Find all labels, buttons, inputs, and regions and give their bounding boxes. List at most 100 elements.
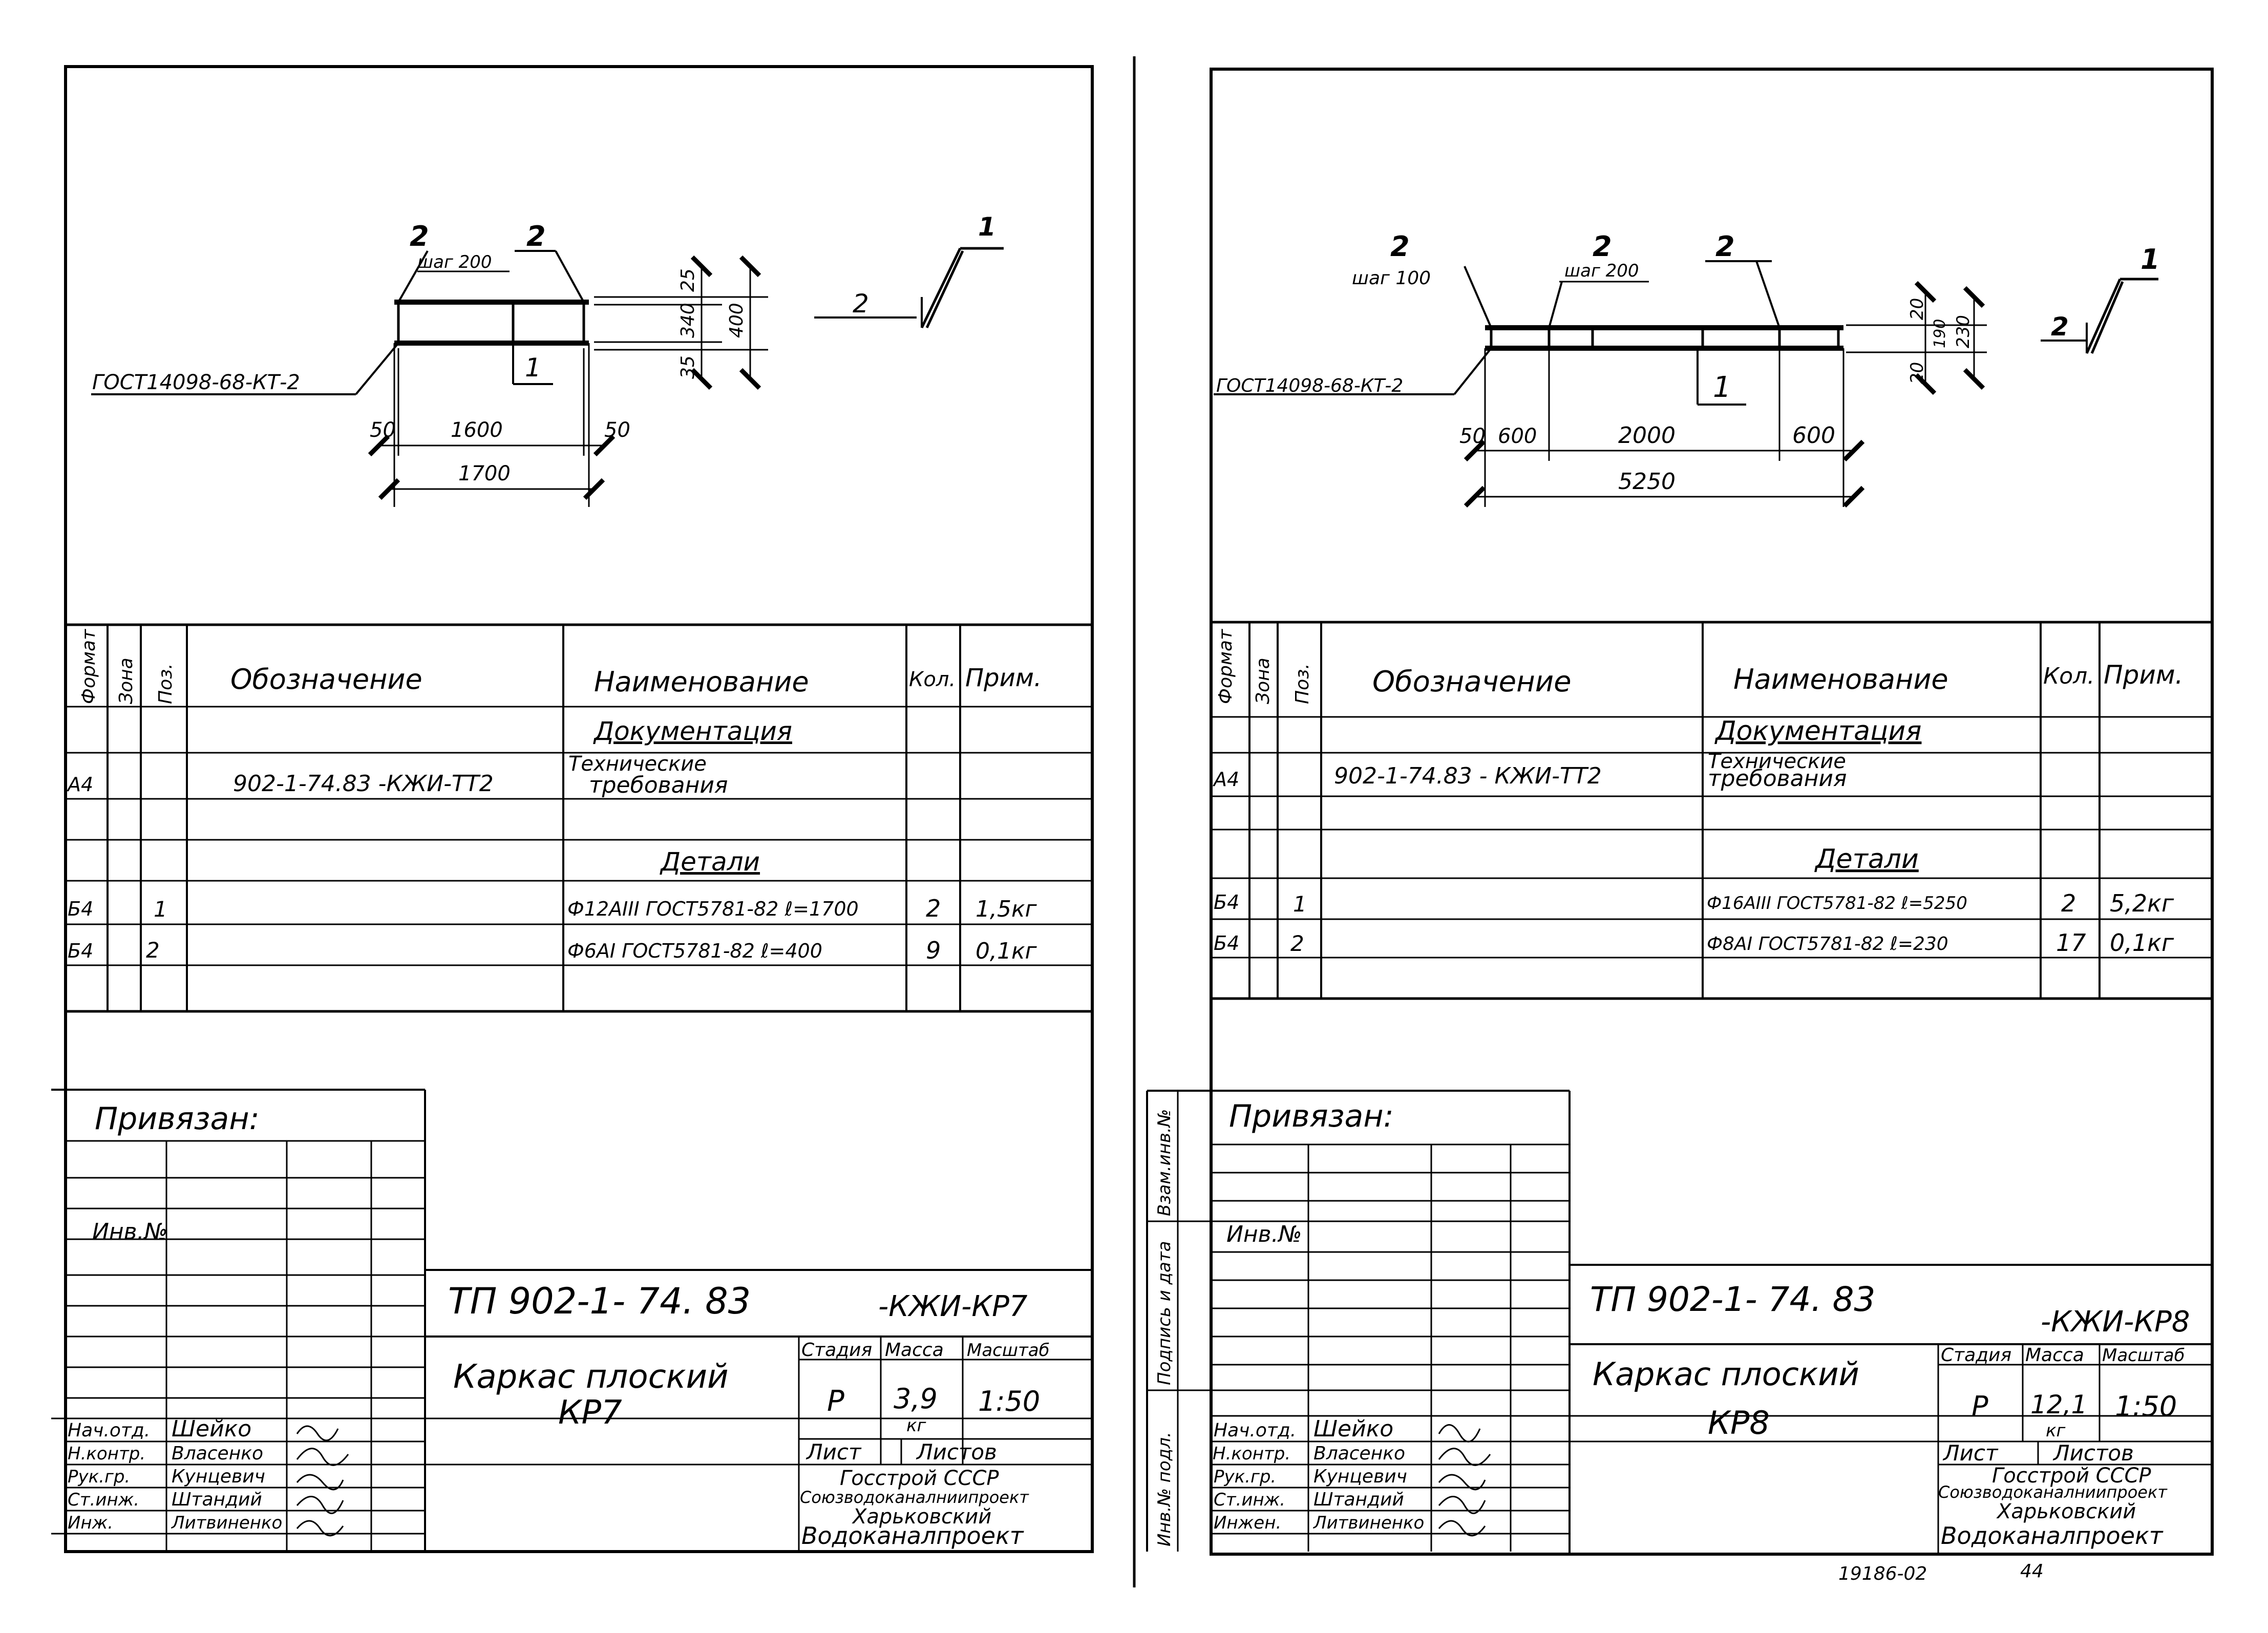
left-role-3: Рук.гр. — [68, 1467, 130, 1487]
left-row1-name: Ф12АIII ГОСТ5781-82 ℓ=1700 — [567, 898, 859, 920]
left-gost-label: ГОСТ14098-68-КТ-2 — [92, 371, 300, 394]
left-cut-mark: 1 — [525, 353, 541, 383]
left-row1-qty: 2 — [926, 895, 941, 922]
left-org-4: Водоканалпроект — [801, 1522, 1024, 1550]
left-row1-note: 1,5кг — [976, 896, 1037, 922]
left-row2-pos: 2 — [146, 938, 160, 963]
archive-number: 19186-02 — [1838, 1563, 1927, 1584]
left-h-designation: Обозначение — [230, 663, 422, 695]
left-dim-right-1: 25 — [677, 268, 698, 292]
sheet-right-title-block: Взам.инв.№ Подпись и дата Инв.№ подл. Пр… — [1146, 1090, 2212, 1554]
left-mass-unit: кг — [906, 1415, 927, 1436]
right-stage: Р — [1972, 1390, 1988, 1423]
right-step-1: шаг 100 — [1352, 268, 1431, 289]
right-name-4: Штандий — [1313, 1489, 1404, 1510]
right-h-note: Прим. — [2104, 660, 2183, 690]
left-org-2: Союзводоканалниипроект — [800, 1488, 1029, 1507]
right-sheets-label: Листов — [2052, 1440, 2134, 1466]
left-mass: 3,9 — [894, 1383, 938, 1415]
sheet-right-frame — [1210, 68, 2214, 1556]
sheet-right: 2 2 2 шаг 100 шаг 200 ГОСТ14098-68-КТ-2 … — [1146, 68, 2214, 1556]
right-section-pos-2: 2 — [2051, 312, 2069, 342]
right-dim-total: 5250 — [1618, 469, 1676, 495]
left-doc-name-1: Технические — [568, 752, 707, 776]
right-doc-code: ТП 902-1- 74. 83 — [1590, 1280, 1875, 1319]
left-h-qty: Кол. — [909, 668, 956, 691]
left-row2-name: Ф6АI ГОСТ5781-82 ℓ=400 — [567, 940, 822, 962]
left-bound-label: Привязан: — [95, 1101, 260, 1137]
right-org-1: Госстрой СССР — [1992, 1464, 2151, 1488]
right-row1-note: 5,2кг — [2110, 889, 2174, 917]
right-doc-code-suffix: -КЖИ-КР8 — [2041, 1305, 2190, 1339]
right-dim-bottom-2: 600 — [1498, 425, 1537, 448]
right-mark-2: 2 — [1593, 230, 1612, 263]
left-dim-right-2: 340 — [677, 303, 698, 338]
right-doc-format: А4 — [1212, 768, 1239, 791]
right-side-label-2: Подпись и дата — [1154, 1241, 1175, 1385]
sheet-left-title-block: Привязан: Инв.№ ТП 902-1- 74. 83 -КЖИ-КР… — [51, 1089, 1092, 1552]
left-signatures — [296, 1425, 349, 1537]
left-step-label: шаг 200 — [417, 252, 492, 272]
left-name-1: Шейко — [172, 1416, 251, 1442]
sheet-left-frame — [64, 65, 1094, 1553]
left-doc-code-suffix: -КЖИ-КР7 — [878, 1290, 1028, 1323]
left-role-1: Нач.отд. — [68, 1420, 150, 1441]
left-dim-total: 1700 — [458, 462, 511, 485]
right-name-5: Литвиненко — [1312, 1513, 1424, 1533]
right-row1-qty: 2 — [2061, 889, 2076, 917]
left-doc-designation: 902-1-74.83 -КЖИ-ТТ2 — [233, 771, 494, 797]
left-dim-bottom-1: 50 — [370, 418, 396, 442]
right-org-3: Харьковский — [1996, 1500, 2136, 1523]
left-row1-pos: 1 — [154, 897, 167, 922]
page-number: 44 — [2020, 1561, 2044, 1582]
right-mark-3: 2 — [1715, 230, 1735, 263]
right-h-format: Формат — [1215, 629, 1236, 704]
right-row1-format: Б4 — [1214, 891, 1239, 914]
left-h-format: Формат — [78, 629, 99, 704]
left-name-5: Литвиненко — [171, 1513, 282, 1533]
left-mark-1: 2 — [410, 220, 429, 252]
right-row2-name: Ф8АI ГОСТ5781-82 ℓ=230 — [1707, 934, 1948, 955]
left-title-2: КР7 — [558, 1394, 622, 1432]
right-name-3: Кунцевич — [1313, 1466, 1407, 1487]
right-mass-unit: кг — [2046, 1420, 2066, 1441]
right-mark-1: 2 — [1390, 230, 1410, 263]
left-dim-right-3: 35 — [677, 355, 698, 379]
left-mark-2: 2 — [526, 220, 546, 252]
left-row2-qty: 9 — [926, 937, 941, 964]
right-mass-header: Масса — [2025, 1345, 2084, 1366]
right-sheet-label: Лист — [1942, 1440, 1999, 1466]
right-row2-pos: 2 — [1290, 931, 1304, 956]
right-dim-bottom-4: 600 — [1792, 422, 1835, 449]
sheet-left-spec-table: Формат Зона Поз. Обозначение Наименовани… — [66, 623, 1092, 1013]
sheet-right-drawing: 2 2 2 шаг 100 шаг 200 ГОСТ14098-68-КТ-2 … — [1214, 230, 2160, 508]
right-doc-name-2: требования — [1708, 766, 1847, 792]
left-h-pos: Поз. — [155, 663, 176, 704]
right-row2-qty: 17 — [2056, 929, 2086, 957]
left-section-pos-1: 1 — [978, 212, 996, 242]
right-section-pos-1: 1 — [2140, 243, 2160, 275]
right-h-zone: Зона — [1253, 658, 1274, 704]
right-h-name: Наименование — [1733, 663, 1948, 695]
right-role-4: Ст.инж. — [1214, 1490, 1285, 1510]
right-title-2: КР8 — [1708, 1404, 1770, 1441]
right-row2-format: Б4 — [1214, 932, 1239, 955]
left-dim-height: 400 — [726, 303, 747, 338]
right-signatures — [1438, 1424, 1491, 1537]
right-cut-mark: 1 — [1713, 371, 1731, 404]
left-role-2: Н.контр. — [68, 1444, 145, 1464]
sheet-right-spec-table: Формат Зона Поз. Обозначение Наименовани… — [1211, 621, 2212, 1000]
sheet-left: 2 2 шаг 200 ГОСТ14098-68-КТ-2 1 50 1600 … — [51, 65, 1094, 1553]
left-row2-format: Б4 — [68, 940, 93, 962]
left-doc-name-2: требования — [589, 772, 728, 798]
left-scale: 1:50 — [978, 1385, 1040, 1417]
left-h-zone: Зона — [116, 658, 137, 704]
right-role-2: Н.контр. — [1213, 1444, 1290, 1464]
left-doc-format: А4 — [66, 773, 93, 796]
left-dim-bottom-3: 50 — [604, 418, 630, 442]
sheet-left-drawing: 2 2 шаг 200 ГОСТ14098-68-КТ-2 1 50 1600 … — [91, 212, 1004, 507]
left-org-3: Харьковский — [852, 1505, 991, 1529]
right-scale-header: Масштаб — [2102, 1345, 2185, 1366]
right-gost-label: ГОСТ14098-68-КТ-2 — [1216, 375, 1403, 396]
